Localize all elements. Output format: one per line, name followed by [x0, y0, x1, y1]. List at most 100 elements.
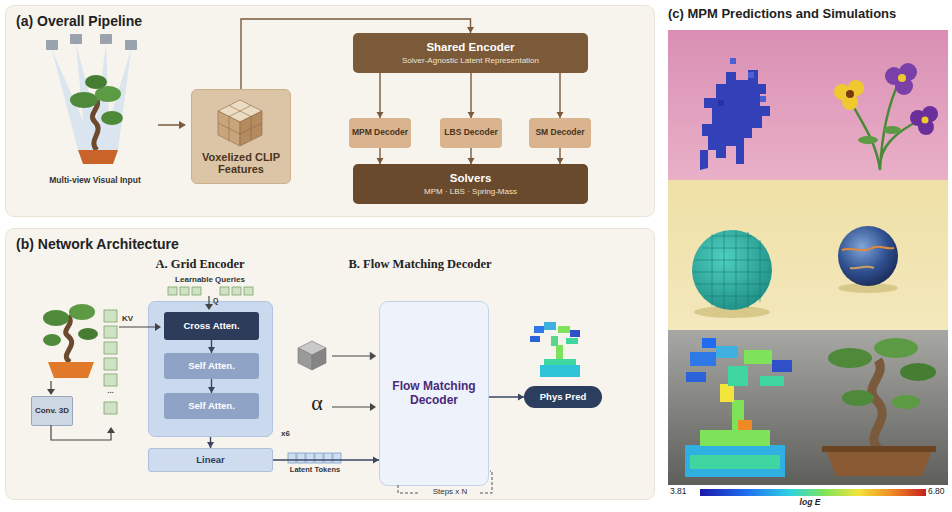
feature-box: Voxelized CLIP Features [191, 89, 291, 184]
illustration-ellipse [838, 283, 898, 293]
illustration-path [700, 70, 770, 170]
node-label: Conv. 3D [35, 406, 69, 415]
illustration-ellipse [828, 348, 872, 368]
panel: (a) Overall PipelineVoxelized CLIP Featu… [5, 5, 655, 217]
node-text-group: Shared EncoderSolver-Agnostic Latent Rep… [353, 33, 588, 73]
illustration-rect [760, 376, 784, 386]
illustration-rect [690, 352, 716, 366]
illustration-circle [846, 90, 854, 98]
node-text-group: SM Decoder [529, 118, 591, 148]
illustration-path [826, 450, 932, 476]
colorbar-tick: 3.81 [670, 487, 698, 497]
scene-backdrop [668, 30, 948, 180]
node-text-group: MPM Decoder [349, 118, 411, 148]
illustration-path [850, 80, 920, 170]
node-text-group: (b) Network Architecture [6, 229, 654, 499]
loop-label: Steps x N [418, 487, 482, 496]
node-text-group: Conv. 3D [32, 397, 72, 425]
illustration-circle [848, 80, 864, 96]
node-label: Voxelized CLIP Features [198, 151, 284, 176]
node-label: Self Atten. [188, 361, 235, 372]
illustration-path [842, 247, 894, 251]
node-label: Solvers [450, 172, 492, 185]
conv-box: Conv. 3D [31, 396, 73, 426]
illustration-rect [732, 400, 744, 432]
port-label: Q [213, 297, 225, 305]
attention-box: Self Atten. [164, 353, 259, 379]
illustration-circle [898, 74, 906, 82]
illustration-rect [686, 372, 706, 382]
section-label: A. Grid Encoder [120, 257, 280, 271]
node-text-group: LBS Decoder [440, 118, 502, 148]
node-label: x6 [281, 429, 290, 438]
illustration-rect [702, 338, 716, 348]
section-label: B. Flow Matching Decoder [330, 257, 510, 271]
illustration-ellipse [858, 136, 878, 144]
illustration-path [850, 267, 874, 269]
flower-render [834, 63, 938, 170]
illustration-rect [720, 384, 734, 402]
illustration-rect [760, 96, 766, 102]
illustration-circle [692, 230, 772, 310]
node-text-group: Cross Atten. [164, 312, 259, 340]
node-sublabel: Solver-Agnostic Latent Representation [402, 56, 539, 65]
illustration-ellipse [892, 395, 920, 409]
node-text-group: SolversMPM · LBS · Spring-Mass [353, 164, 588, 204]
node-text-group: Phys Pred [524, 386, 602, 408]
node-label: MPM Decoder [352, 128, 408, 138]
output-pill: Phys Pred [524, 386, 602, 408]
attention-box: Cross Atten. [164, 312, 259, 340]
illustration-ellipse [900, 363, 936, 381]
bonsai-render [822, 338, 936, 476]
scene-backdrop [668, 180, 948, 330]
node-label: Linear [196, 455, 225, 466]
colorbar-tick: 6.80 [928, 487, 952, 497]
illustration-circle [922, 117, 929, 124]
illustration-circle [895, 77, 913, 95]
young-modulus-voxel-tree [685, 338, 792, 477]
illustration-rect [718, 100, 724, 106]
illustration-circle [910, 110, 926, 126]
decoder-box: MPM Decoder [349, 118, 411, 148]
node-label: Flow Matching Decoder [380, 380, 488, 408]
node-label: Phys Pred [540, 392, 586, 403]
node-text-group: x6 [281, 429, 290, 438]
node-text-group: Flow Matching Decoder [380, 302, 488, 485]
illustration-g [692, 230, 772, 310]
illustration-rect [738, 420, 752, 430]
node-text-group: Self Atten. [164, 353, 259, 379]
illustration-rect [748, 72, 754, 78]
port-label: KV [122, 314, 142, 323]
encoder-block: x6Cross Atten.Self Atten.Self Atten. [148, 301, 273, 437]
illustration-circle [918, 119, 934, 135]
node-sublabel: MPM · LBS · Spring-Mass [424, 187, 517, 196]
node-label: LBS Decoder [444, 128, 497, 138]
node-label: Shared Encoder [426, 41, 514, 54]
illustration-rect [822, 446, 936, 452]
sphere-voxels [692, 226, 898, 318]
ellipsis-mark: ... [102, 386, 119, 395]
illustration-g [885, 63, 917, 95]
node-label: (a) Overall Pipeline [16, 13, 142, 29]
node-label: Cross Atten. [183, 321, 239, 332]
illustration-rect [690, 455, 780, 469]
illustration-circle [885, 67, 903, 85]
illustration-rect [772, 360, 792, 372]
decoder-box: Flow Matching Decoder [379, 301, 489, 486]
illustration-path [872, 360, 883, 450]
linear-box: Linear [148, 448, 273, 472]
node-text-group: Linear [149, 449, 272, 471]
illustration-ellipse [883, 126, 901, 134]
illustration-rect [685, 445, 785, 477]
illustration-ellipse [842, 390, 874, 406]
illustration-rect [744, 350, 772, 364]
solver-box: SolversMPM · LBS · Spring-Mass [353, 164, 588, 204]
panel: (b) Network ArchitectureConv. 3D x6 Cross … [5, 228, 655, 500]
illustration-ellipse [694, 306, 770, 318]
illustration-ellipse [874, 338, 918, 358]
illustration-circle [834, 84, 850, 100]
illustration-rect [716, 346, 738, 358]
voxel-flowers [700, 58, 770, 170]
decoder-box: SM Decoder [529, 118, 591, 148]
